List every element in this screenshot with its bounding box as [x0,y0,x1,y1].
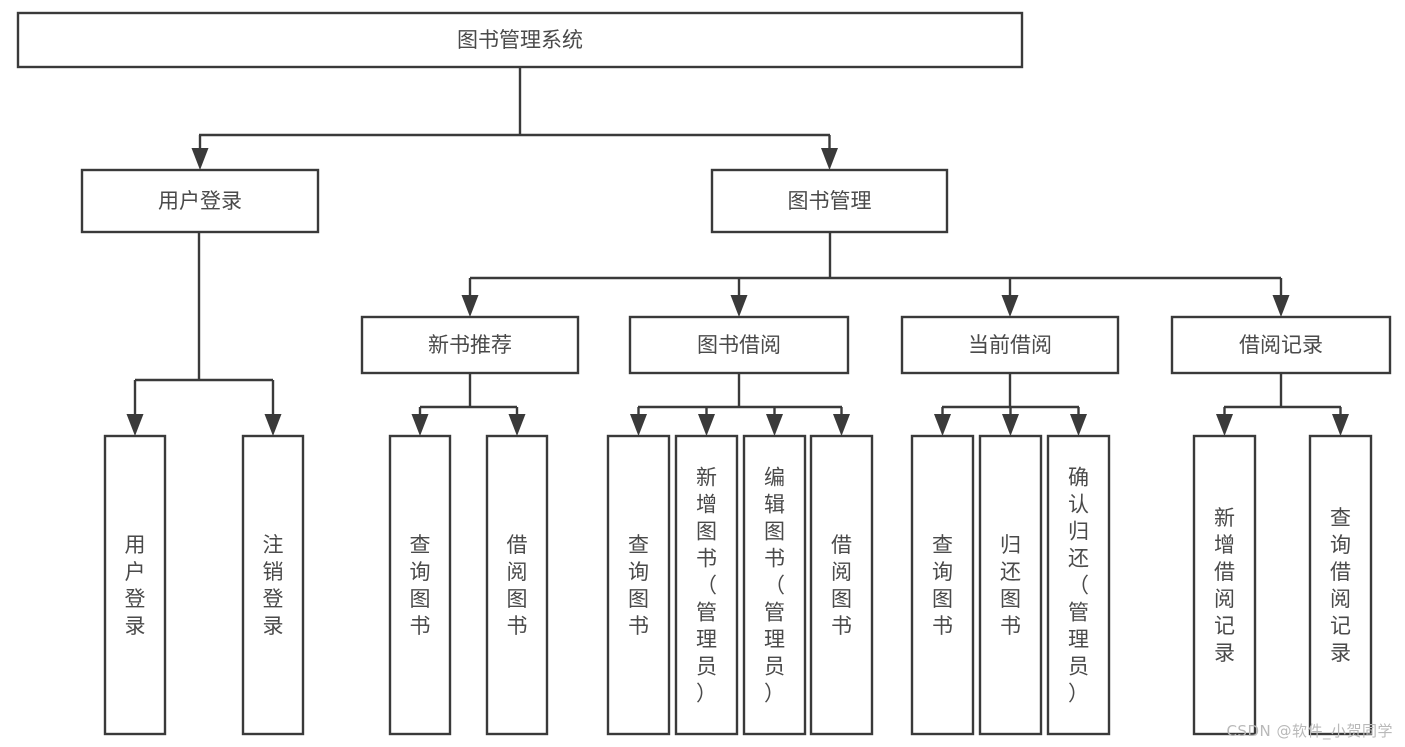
arrow-to-leaf_query_book_2 [630,407,647,436]
node-label: 确认归还（管理员） [1068,466,1089,706]
node-label: 借阅图书 [831,533,852,638]
node-label: 用户登录 [125,533,146,638]
node-label: 新增借阅记录 [1214,506,1235,665]
node-book_manage[interactable]: 图书管理 [710,168,949,234]
node-book_borrow[interactable]: 图书借阅 [628,315,850,375]
arrow-to-leaf_return_book [1002,407,1019,436]
node-label: 归还图书 [1000,533,1021,638]
node-label: 图书管理系统 [457,28,583,52]
arrow-to-leaf_borrow_book_1 [508,407,526,436]
node-label: 借阅图书 [507,533,528,638]
node-label: 查询借阅记录 [1330,506,1351,665]
node-box [1308,434,1373,736]
node-box [1170,315,1392,375]
arrow-to-leaf_add_record [1216,407,1233,436]
arrow-to-leaf_edit_book [766,407,783,436]
node-box [628,315,850,375]
node-leaf_confirm_return[interactable]: 确认归还（管理员） [1046,434,1111,736]
arrow-to-user_login [191,135,209,170]
arrow-to-leaf_confirm_return [1070,407,1087,436]
node-leaf_logout[interactable]: 注销登录 [241,434,305,736]
arrow-to-book_manage [821,135,838,170]
node-label: 新增图书（管理员） [696,466,717,706]
node-leaf_user_login[interactable]: 用户登录 [103,434,167,736]
node-box [360,315,580,375]
node-root[interactable]: 图书管理系统 [16,11,1024,69]
node-leaf_query_book_2[interactable]: 查询图书 [606,434,671,736]
connector-bus-book-manage [470,232,1281,280]
node-box [606,434,671,736]
node-label: 图书借阅 [697,333,781,357]
node-leaf_query_book_3[interactable]: 查询图书 [910,434,975,736]
node-box [103,434,167,736]
node-current_borrow[interactable]: 当前借阅 [900,315,1120,375]
node-leaf_query_book_1[interactable]: 查询图书 [388,434,452,736]
node-box [910,434,975,736]
node-label: 注销登录 [263,533,284,638]
connector-layer [126,67,1349,436]
arrow-to-leaf_user_login [126,380,144,436]
node-box [1046,434,1111,736]
arrow-to-book_borrow [730,278,748,317]
node-new_book_rec[interactable]: 新书推荐 [360,315,580,375]
connector-bus-book-borrow [638,373,842,409]
node-box [710,168,949,234]
node-label: 编辑图书（管理员） [764,466,785,706]
node-box [80,168,320,234]
node-box [742,434,807,736]
node-label: 当前借阅 [968,333,1052,357]
node-leaf_edit_book[interactable]: 编辑图书（管理员） [742,434,807,736]
node-label: 新书推荐 [428,333,512,357]
arrow-to-leaf_query_book_1 [411,407,429,436]
node-box [16,11,1024,69]
node-box [241,434,305,736]
node-box [978,434,1043,736]
arrow-to-leaf_query_record [1332,407,1349,436]
node-label: 用户登录 [158,189,242,213]
node-leaf_add_record[interactable]: 新增借阅记录 [1192,434,1257,736]
node-label: 查询图书 [628,533,649,638]
node-box [809,434,874,736]
node-leaf_borrow_book_1[interactable]: 借阅图书 [485,434,549,736]
node-leaf_return_book[interactable]: 归还图书 [978,434,1043,736]
connector-bus-current-borrow [942,373,1079,409]
arrow-to-new_book_rec [461,278,479,317]
arrow-to-leaf_add_book [698,407,715,436]
node-box [388,434,452,736]
node-box [1192,434,1257,736]
csdn-watermark: CSDN @软件_小贺同学 [1226,722,1393,740]
node-layer: 图书管理系统用户登录图书管理新书推荐图书借阅当前借阅借阅记录用户登录注销登录查询… [16,11,1392,736]
node-leaf_borrow_book_2[interactable]: 借阅图书 [809,434,874,736]
arrow-to-leaf_logout [264,380,282,436]
node-label: 查询图书 [410,533,431,638]
node-borrow_record[interactable]: 借阅记录 [1170,315,1392,375]
node-box [900,315,1120,375]
arrow-to-leaf_borrow_book_2 [833,407,850,436]
node-leaf_add_book[interactable]: 新增图书（管理员） [674,434,739,736]
node-leaf_query_record[interactable]: 查询借阅记录 [1308,434,1373,736]
node-user_login[interactable]: 用户登录 [80,168,320,234]
arrow-to-borrow_record [1272,278,1290,317]
connector-bus-new-book [420,373,517,409]
connector-bus-user-login [135,232,273,382]
arrow-to-current_borrow [1001,278,1019,317]
node-box [674,434,739,736]
connector-bus-borrow-record [1224,373,1341,409]
node-label: 图书管理 [788,189,872,213]
node-label: 借阅记录 [1239,333,1323,357]
node-box [485,434,549,736]
arrow-to-leaf_query_book_3 [934,407,951,436]
connector-bus-root [199,67,830,137]
node-label: 查询图书 [932,533,953,638]
